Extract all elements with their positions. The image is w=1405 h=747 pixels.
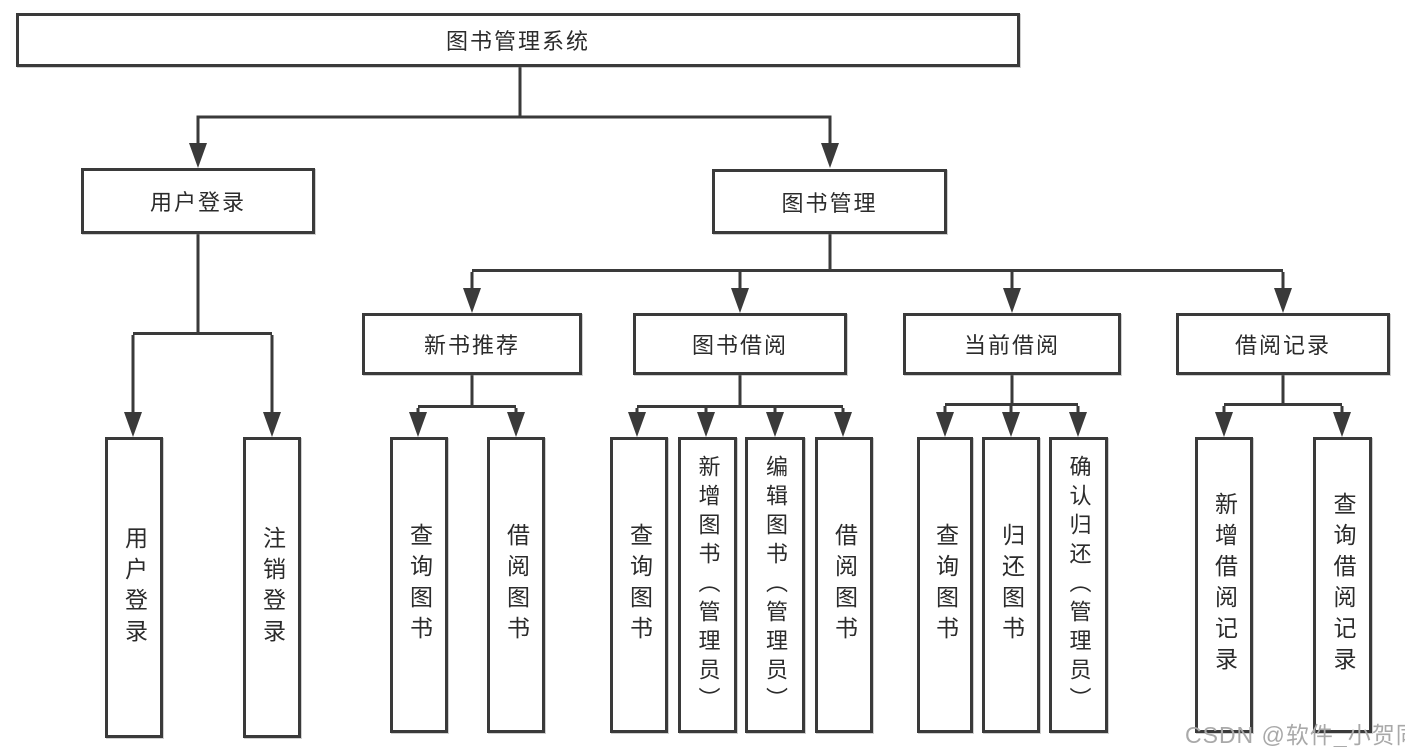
node-borrow-record: 借阅记录 bbox=[1176, 313, 1390, 375]
node-current-borrow-label: 当前借阅 bbox=[963, 333, 1060, 358]
leaf-record-add-borrow-record-label: 新增借阅记录 bbox=[1211, 492, 1238, 678]
node-user-login: 用户登录 bbox=[81, 168, 315, 234]
node-book-borrow: 图书借阅 bbox=[633, 313, 847, 375]
leaf-current-confirm-return-admin: 确认归还（管理员） bbox=[1049, 437, 1108, 733]
leaf-user-login: 用户登录 bbox=[105, 437, 163, 738]
leaf-borrow-borrow-book-label: 借阅图书 bbox=[831, 523, 858, 647]
leaf-logout: 注销登录 bbox=[243, 437, 301, 738]
node-book-management-label: 图书管理 bbox=[781, 190, 878, 216]
arrowheads bbox=[124, 143, 1351, 437]
leaf-borrow-borrow-book: 借阅图书 bbox=[815, 437, 873, 733]
leaf-current-return-book-label: 归还图书 bbox=[998, 523, 1025, 647]
node-root-label: 图书管理系统 bbox=[445, 29, 590, 54]
leaf-recommend-borrow-book: 借阅图书 bbox=[487, 437, 545, 733]
node-book-management: 图书管理 bbox=[712, 169, 947, 234]
leaf-borrow-add-book-admin: 新增图书（管理员） bbox=[678, 437, 737, 733]
leaf-record-query-borrow-record: 查询借阅记录 bbox=[1313, 437, 1372, 733]
leaf-recommend-query-book-label: 查询图书 bbox=[406, 523, 433, 647]
node-new-book-recommend-label: 新书推荐 bbox=[423, 333, 520, 358]
leaf-user-login-label: 用户登录 bbox=[121, 525, 148, 650]
leaf-borrow-edit-book-admin: 编辑图书（管理员） bbox=[745, 437, 805, 733]
leaf-current-query-book-label: 查询图书 bbox=[932, 523, 959, 647]
leaf-recommend-borrow-book-label: 借阅图书 bbox=[503, 523, 530, 647]
leaf-recommend-query-book: 查询图书 bbox=[390, 437, 448, 733]
leaf-borrow-query-book-label: 查询图书 bbox=[626, 523, 653, 647]
node-borrow-record-label: 借阅记录 bbox=[1234, 333, 1331, 358]
leaf-current-confirm-return-admin-label: 确认归还（管理员） bbox=[1066, 454, 1092, 716]
leaf-borrow-edit-book-admin-label: 编辑图书（管理员） bbox=[763, 454, 788, 716]
node-book-borrow-label: 图书借阅 bbox=[691, 333, 788, 358]
node-current-borrow: 当前借阅 bbox=[903, 313, 1121, 375]
leaf-borrow-query-book: 查询图书 bbox=[610, 437, 668, 733]
leaf-logout-label: 注销登录 bbox=[259, 525, 286, 650]
leaf-record-add-borrow-record: 新增借阅记录 bbox=[1195, 437, 1253, 733]
connector-arrowheads bbox=[124, 143, 1351, 437]
leaf-current-query-book: 查询图书 bbox=[917, 437, 973, 733]
leaf-current-return-book: 归还图书 bbox=[982, 437, 1040, 733]
leaf-borrow-add-book-admin-label: 新增图书（管理员） bbox=[695, 454, 721, 716]
node-new-book-recommend: 新书推荐 bbox=[362, 313, 582, 375]
node-root-system: 图书管理系统 bbox=[16, 13, 1020, 67]
node-user-login-label: 用户登录 bbox=[149, 190, 246, 215]
leaf-record-query-borrow-record-label: 查询借阅记录 bbox=[1330, 492, 1356, 678]
csdn-watermark: CSDN @软件_小贺同学 bbox=[1185, 722, 1405, 747]
